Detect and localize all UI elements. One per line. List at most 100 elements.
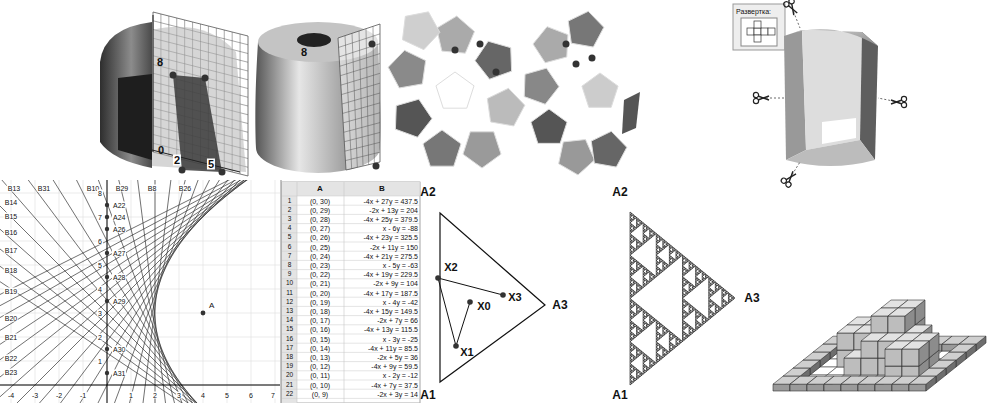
row-number: 10 — [286, 280, 293, 287]
fold-line — [0, 180, 280, 403]
tick-label: -4 — [7, 392, 15, 399]
line-label: B17 — [4, 247, 18, 254]
grid-line — [345, 152, 380, 160]
pentagon-face — [487, 88, 524, 126]
illustration-part — [891, 100, 902, 104]
pentagon-shell — [388, 12, 525, 168]
table-cell: (0, 29) — [310, 206, 330, 213]
table-cell: -4x + 15y = 149.5 — [364, 308, 418, 315]
net-square — [754, 35, 761, 42]
point-dot — [452, 47, 459, 54]
pentagon-face — [388, 50, 425, 88]
table-cell: x - 5y = -63 — [383, 262, 418, 269]
grid-line — [0, 385, 280, 386]
illustration-part — [901, 102, 906, 107]
table-cell: -4x + 27y = 437.5 — [364, 197, 418, 204]
triangle-figure — [435, 213, 545, 382]
cube-face — [793, 360, 820, 368]
table-cell: (0, 15) — [310, 335, 330, 342]
pentagon-face — [423, 130, 461, 166]
point-dot — [589, 55, 596, 62]
triangle-outline — [440, 213, 545, 382]
grid-line — [59, 180, 60, 403]
tick-label: 3 — [97, 310, 103, 317]
pentagon-face — [475, 41, 512, 79]
line-label: B31 — [37, 185, 51, 192]
vertex-label: A1 — [612, 389, 627, 401]
table-cell: (0, 16) — [310, 326, 330, 333]
net-frame — [741, 18, 777, 46]
illustration-part — [282, 182, 420, 196]
pentagon-face — [403, 12, 440, 50]
grid-plane — [153, 12, 248, 176]
vertex-label: A1 — [420, 389, 435, 401]
row-number: 19 — [286, 363, 293, 370]
illustration-part — [282, 182, 420, 403]
row-number: 16 — [286, 335, 293, 342]
point-dot — [435, 275, 441, 281]
point-dot — [201, 311, 206, 316]
dimension-number: 0 — [158, 145, 164, 156]
fold-line — [0, 180, 280, 403]
cell-line — [282, 343, 420, 344]
table-cell: (0, 12) — [310, 363, 330, 370]
vertex-label: A3 — [744, 292, 759, 304]
cell-line — [282, 214, 420, 215]
table-cell: (0, 23) — [310, 262, 330, 269]
point-label: A31 — [112, 370, 126, 377]
tick-label: 1 — [128, 392, 134, 399]
grid-line — [0, 313, 280, 314]
table-cell: x - 2y = -12 — [383, 372, 418, 379]
cell-line — [282, 361, 420, 362]
fold-line — [0, 180, 280, 403]
point-dot — [105, 227, 109, 231]
line-label: B16 — [4, 229, 18, 236]
grid-line — [341, 73, 380, 85]
line-label: B14 — [4, 199, 18, 206]
line-label: B18 — [4, 267, 18, 274]
cube-face — [892, 384, 909, 391]
fold-line — [0, 180, 280, 403]
grid-plane — [338, 24, 380, 170]
spreadsheet — [282, 182, 420, 403]
illustration-part — [901, 96, 906, 101]
table-cell: (0, 20) — [310, 289, 330, 296]
cube-face — [939, 352, 966, 360]
cube-face — [807, 384, 824, 391]
point-dot — [369, 41, 376, 48]
cube-face — [909, 376, 936, 384]
cell-line — [282, 389, 420, 390]
row-number: 5 — [288, 234, 292, 241]
solid-body — [152, 27, 246, 172]
row-number: 14 — [286, 317, 293, 324]
cell-line — [282, 380, 420, 381]
row-number: 17 — [286, 345, 293, 352]
table-cell: -2x + 11y = 150 — [370, 243, 418, 250]
point-dot — [219, 169, 226, 176]
fold-line — [0, 180, 280, 403]
grid-line — [340, 54, 380, 67]
cube-face — [813, 344, 840, 352]
tick-label: 7 — [97, 214, 103, 221]
table-cell: x - 4y = -42 — [383, 298, 418, 305]
pentagon-face — [395, 99, 432, 137]
point-label: A28 — [112, 274, 126, 281]
table-cell: (0, 9) — [312, 390, 328, 397]
vertex-label: A2 — [420, 186, 435, 198]
grid-line — [343, 103, 380, 114]
illustration-part — [758, 96, 769, 100]
x-axis — [0, 385, 280, 386]
line-label: B26 — [178, 185, 192, 192]
table-cell: -4x + 23y = 325.5 — [364, 234, 418, 241]
panel-border — [281, 180, 282, 403]
grid-line — [251, 180, 252, 403]
solid-cut — [118, 74, 152, 160]
cube-face — [888, 316, 905, 333]
point-dot — [105, 275, 109, 279]
row-number: 1 — [288, 197, 292, 204]
fold-line — [0, 180, 280, 403]
table-cell: -4x + 11y = 85.5 — [368, 344, 418, 351]
line-label: B8 — [147, 185, 158, 192]
